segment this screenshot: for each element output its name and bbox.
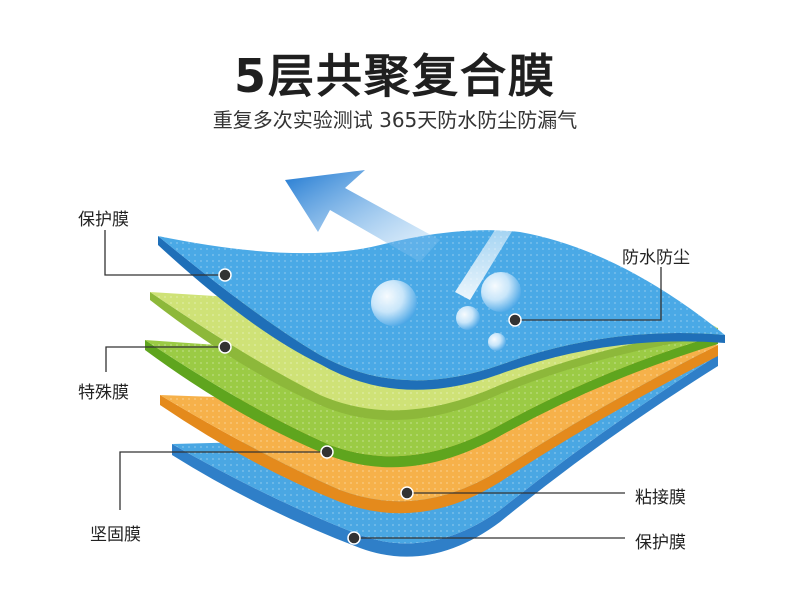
water-droplet-icon [371, 272, 521, 351]
label-protective-film-bottom: 保护膜 [635, 533, 686, 553]
label-waterproof-dustproof: 防水防尘 [622, 248, 690, 268]
label-adhesive-film: 粘接膜 [635, 488, 686, 508]
page-subtitle: 重复多次实验测试 365天防水防尘防漏气 [212, 108, 578, 132]
ventilation-arrow-icon [285, 170, 440, 262]
light-beam [455, 160, 552, 300]
label-special-film: 特殊膜 [78, 383, 129, 403]
top-protective-layer [158, 230, 725, 390]
page-title: 5层共聚复合膜 [233, 49, 556, 103]
label-strong-film: 坚固膜 [90, 525, 141, 545]
label-protective-film-top: 保护膜 [78, 210, 129, 230]
marker-dots [218, 268, 522, 545]
leader-lines [104, 230, 662, 539]
